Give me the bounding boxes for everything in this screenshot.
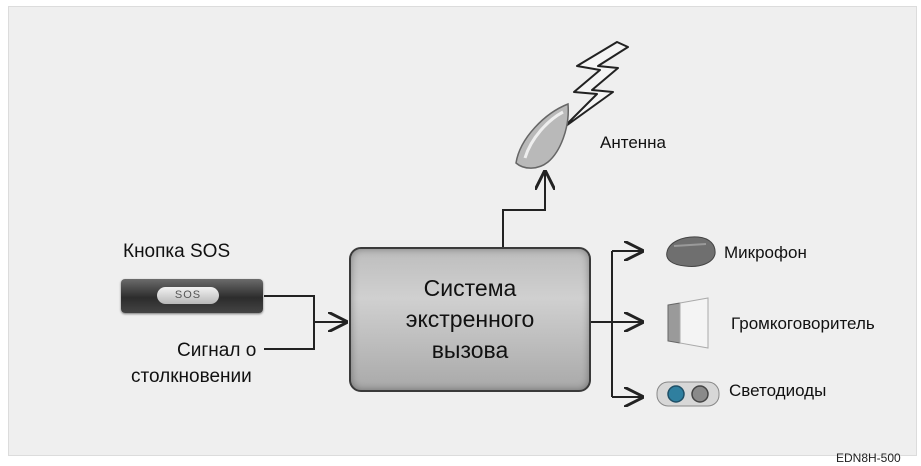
speaker-label: Громкоговоритель — [731, 314, 875, 333]
led-lights-icon — [656, 381, 720, 407]
leds-label: Светодиоды — [729, 381, 827, 400]
sos-wire — [264, 295, 315, 322]
lightning-icon — [562, 41, 629, 129]
system-label-3: вызова — [431, 337, 509, 363]
crash-signal-label-1: Сигнал о — [177, 340, 257, 361]
system-label-1: Система — [423, 275, 517, 301]
emergency-call-system-box: Система экстренного вызова — [349, 247, 591, 392]
antenna-arrow — [502, 172, 545, 247]
sos-button[interactable]: SOS — [157, 287, 219, 304]
speaker-icon — [667, 297, 709, 349]
microphone-label: Микрофон — [724, 243, 807, 262]
output-trunk — [588, 251, 613, 397]
microphone-icon — [666, 236, 716, 267]
crash-wire — [264, 322, 315, 350]
antenna-label: Антенна — [600, 133, 667, 152]
antenna-icon — [515, 102, 569, 169]
figure-code: EDN8H-500 — [836, 451, 901, 465]
crash-signal-label-2: столкновении — [131, 366, 252, 387]
sos-button-label: Кнопка SOS — [123, 241, 231, 262]
system-label-2: экстренного — [405, 306, 535, 332]
sos-button-panel: SOS — [121, 279, 263, 313]
